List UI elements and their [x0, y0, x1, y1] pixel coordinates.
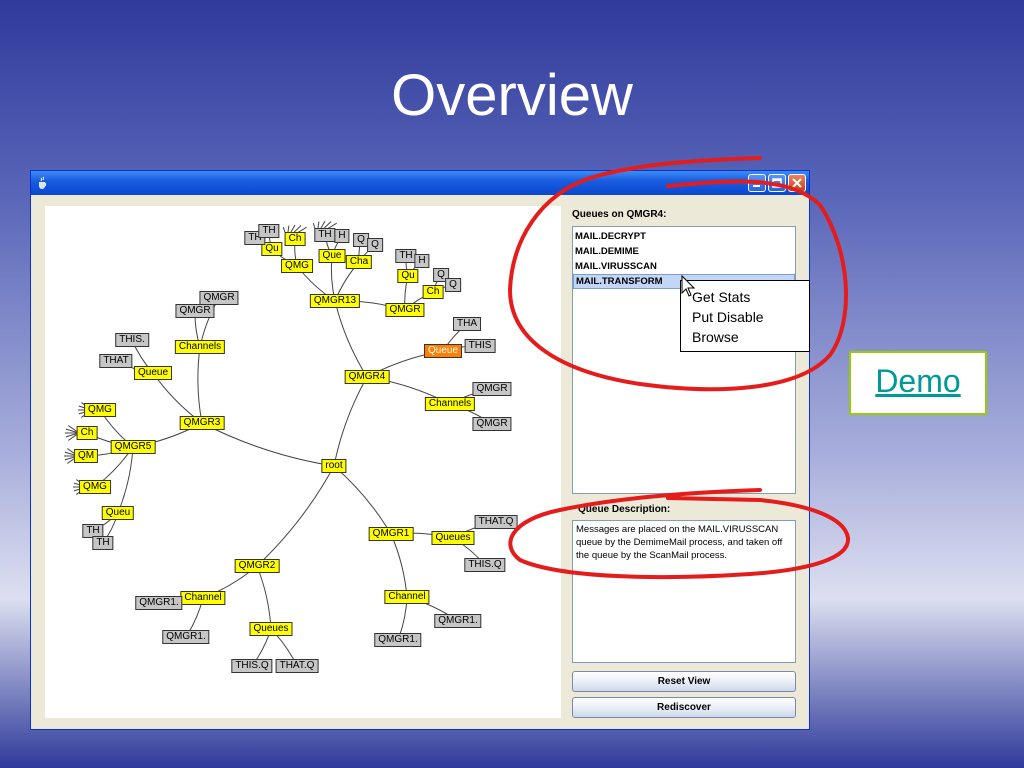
tree-node[interactable]: H: [414, 254, 430, 268]
tree-node[interactable]: THA: [453, 317, 481, 331]
queue-item[interactable]: MAIL.VIRUSSCAN: [575, 261, 657, 272]
queue-description-text[interactable]: Messages are placed on the MAIL.VIRUSSCA…: [572, 520, 796, 663]
minimize-icon: [753, 185, 760, 187]
tree-node[interactable]: QMG: [84, 403, 116, 417]
tree-node[interactable]: THAT.Q: [474, 515, 518, 529]
tree-node[interactable]: QMGR: [175, 304, 215, 318]
tree-edge: [197, 346, 203, 424]
menu-item-get-stats[interactable]: Get Stats: [692, 289, 751, 305]
tree-node[interactable]: Channels: [424, 397, 476, 411]
rediscover-button[interactable]: Rediscover: [572, 697, 796, 718]
tree-node[interactable]: TH: [92, 536, 114, 550]
tree-node[interactable]: QM: [73, 449, 99, 463]
minimize-button[interactable]: [748, 174, 766, 192]
queue-item[interactable]: MAIL.DECRYPT: [575, 231, 646, 242]
queues-label: Queues on QMGR4:: [572, 209, 667, 220]
queue-context-menu: Get Stats Put Disable Browse: [680, 280, 810, 352]
tree-node[interactable]: Cha: [345, 255, 373, 269]
tree-node[interactable]: THIS: [464, 339, 496, 353]
tree-node[interactable]: THIS.: [115, 333, 149, 347]
window-titlebar[interactable]: [31, 171, 809, 195]
menu-item-browse[interactable]: Browse: [692, 329, 739, 345]
tree-node[interactable]: Qu: [397, 269, 419, 283]
tree-node[interactable]: QMGR1: [368, 527, 414, 541]
menu-item-put-disable[interactable]: Put Disable: [692, 309, 764, 325]
tree-node[interactable]: QMGR1.: [162, 630, 210, 644]
tree-node[interactable]: QMGR4: [344, 370, 390, 384]
tree-node-selected[interactable]: Queue: [423, 344, 463, 358]
tree-node[interactable]: Q: [367, 238, 383, 252]
tree-node[interactable]: QMGR5: [110, 440, 156, 454]
tree-node[interactable]: TH: [395, 249, 417, 263]
java-cup-icon: [39, 176, 47, 189]
tree-node[interactable]: Que: [318, 249, 346, 263]
tree-node[interactable]: QMGR13: [309, 294, 361, 308]
maximize-button[interactable]: [768, 174, 786, 192]
tree-node[interactable]: Qu: [261, 242, 283, 256]
tree-node[interactable]: THIS.Q: [464, 558, 506, 572]
tree-node[interactable]: QMGR: [472, 417, 512, 431]
tree-node[interactable]: H: [334, 229, 350, 243]
maximize-icon: [772, 178, 782, 188]
tree-node[interactable]: QMGR2: [234, 559, 280, 573]
tree-node[interactable]: Ch: [422, 285, 444, 299]
tree-node[interactable]: QMGR1.: [135, 596, 183, 610]
demo-callout: Demo: [849, 351, 987, 415]
reset-view-button[interactable]: Reset View: [572, 671, 796, 692]
close-button[interactable]: [788, 174, 806, 192]
tree-edge: [333, 465, 392, 535]
tree-node[interactable]: Queue: [133, 366, 173, 380]
slide-title: Overview: [391, 63, 633, 128]
tree-node[interactable]: QMGR1.: [434, 614, 482, 628]
tree-node[interactable]: Queues: [431, 531, 475, 545]
tree-node[interactable]: TH: [314, 228, 336, 242]
tree-node[interactable]: THIS.Q: [231, 659, 273, 673]
tree-node[interactable]: Q: [445, 278, 461, 292]
tree-node[interactable]: Queues: [249, 622, 293, 636]
tree-node[interactable]: Ch: [284, 232, 306, 246]
tree-edge: [256, 565, 272, 630]
tree-node[interactable]: THAT: [99, 354, 133, 368]
tree-node[interactable]: QMG: [79, 480, 111, 494]
tree-node[interactable]: QMGR: [472, 382, 512, 396]
tree-edge: [256, 465, 335, 567]
description-label: Queue Description:: [578, 504, 671, 515]
tree-node[interactable]: QMGR3: [179, 416, 225, 430]
tree-node[interactable]: TH: [258, 224, 280, 238]
close-icon: [792, 178, 802, 188]
demo-link[interactable]: Demo: [875, 363, 961, 399]
tree-node[interactable]: QMGR: [199, 291, 239, 305]
tree-node[interactable]: QMGR: [385, 303, 425, 317]
tree-node[interactable]: Queu: [101, 506, 135, 520]
tree-node[interactable]: Ch: [76, 426, 98, 440]
tree-node[interactable]: THAT.Q: [275, 659, 319, 673]
tree-node[interactable]: Q: [433, 268, 449, 282]
queue-list[interactable]: MAIL.DECRYPT MAIL.DEMIME MAIL.VIRUSSCAN …: [572, 226, 796, 494]
tree-node[interactable]: Channels: [174, 340, 226, 354]
tree-edges: [64, 220, 497, 667]
tree-node[interactable]: Channel: [384, 590, 430, 604]
tree-node[interactable]: QMGR1.: [374, 633, 422, 647]
tree-node[interactable]: Channel: [180, 591, 226, 605]
tree-node[interactable]: QMG: [281, 259, 313, 273]
tree-edge: [333, 376, 368, 467]
queue-item[interactable]: MAIL.DEMIME: [575, 246, 639, 257]
tree-node[interactable]: root: [321, 459, 347, 473]
tree-edge: [334, 300, 368, 378]
tree-edge: [390, 533, 408, 598]
